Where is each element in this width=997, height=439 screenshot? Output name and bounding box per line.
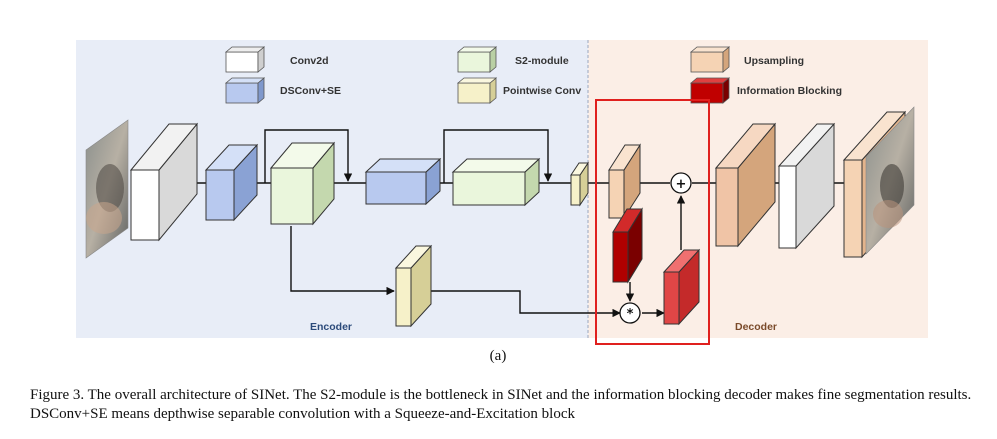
decoder-label: Decoder: [735, 321, 777, 333]
encoder-label: Encoder: [310, 321, 352, 333]
block-dsconv-se-3: [364, 157, 442, 206]
multiply-operator: *: [619, 302, 641, 324]
legend-item-s2-module: S2-module: [456, 46, 569, 73]
legend-label: Pointwise Conv: [503, 85, 581, 97]
legend-item-upsampling: Upsampling: [689, 46, 804, 73]
add-operator: +: [670, 172, 692, 194]
legend-item-dsconv-se: DSConv+SE: [224, 77, 341, 104]
block-conv2d-output: [777, 122, 836, 250]
block-dsconv-se-1: [204, 143, 259, 222]
add-operator-symbol: +: [676, 177, 687, 192]
legend: Conv2d DSConv+SE S2-module Pointwise Con…: [224, 46, 842, 104]
figure-caption: Figure 3. The overall architecture of SI…: [30, 387, 972, 422]
legend-label: Information Blocking: [737, 85, 842, 97]
block-pointwise-conv-main: [570, 161, 589, 207]
output-image: [865, 106, 915, 255]
block-upsampling-2: [714, 122, 777, 248]
block-dsconv-se-2: [269, 141, 336, 226]
multiply-operator-symbol: *: [627, 307, 634, 322]
legend-label: DSConv+SE: [280, 85, 341, 97]
block-s2-module: [451, 157, 541, 207]
legend-item-conv2d: Conv2d: [224, 46, 329, 73]
input-image: [85, 119, 129, 259]
block-information-blocking-2: [662, 248, 701, 326]
legend-item-information-blocking: Information Blocking: [689, 77, 842, 104]
block-conv2d-input: [129, 122, 199, 242]
legend-item-pointwise-conv: Pointwise Conv: [456, 77, 581, 104]
subfigure-label: (a): [490, 348, 507, 364]
architecture-diagram: Conv2d DSConv+SE S2-module Pointwise Con…: [76, 40, 928, 364]
legend-label: Conv2d: [290, 55, 329, 67]
block-upsampling-1: [608, 143, 641, 220]
legend-label: S2-module: [515, 55, 569, 67]
block-information-blocking-1: [612, 207, 643, 284]
information-blocking-highlight: [595, 99, 710, 345]
legend-label: Upsampling: [744, 55, 804, 67]
block-pointwise-conv-skip: [394, 244, 433, 328]
